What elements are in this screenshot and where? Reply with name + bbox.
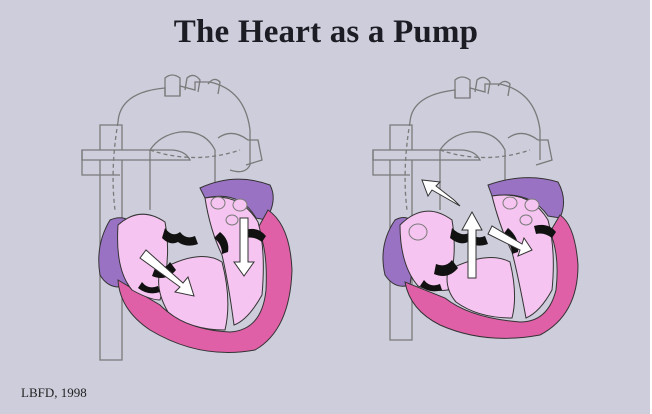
vein-opening-right-1: [503, 197, 517, 209]
vein-opening-right-2: [525, 199, 539, 211]
arrow-right-upleft: [422, 180, 460, 206]
slide-credit: LBFD, 1998: [21, 385, 87, 401]
vena-cava-opening-right: [409, 224, 427, 240]
vein-opening-right-3: [520, 215, 532, 225]
